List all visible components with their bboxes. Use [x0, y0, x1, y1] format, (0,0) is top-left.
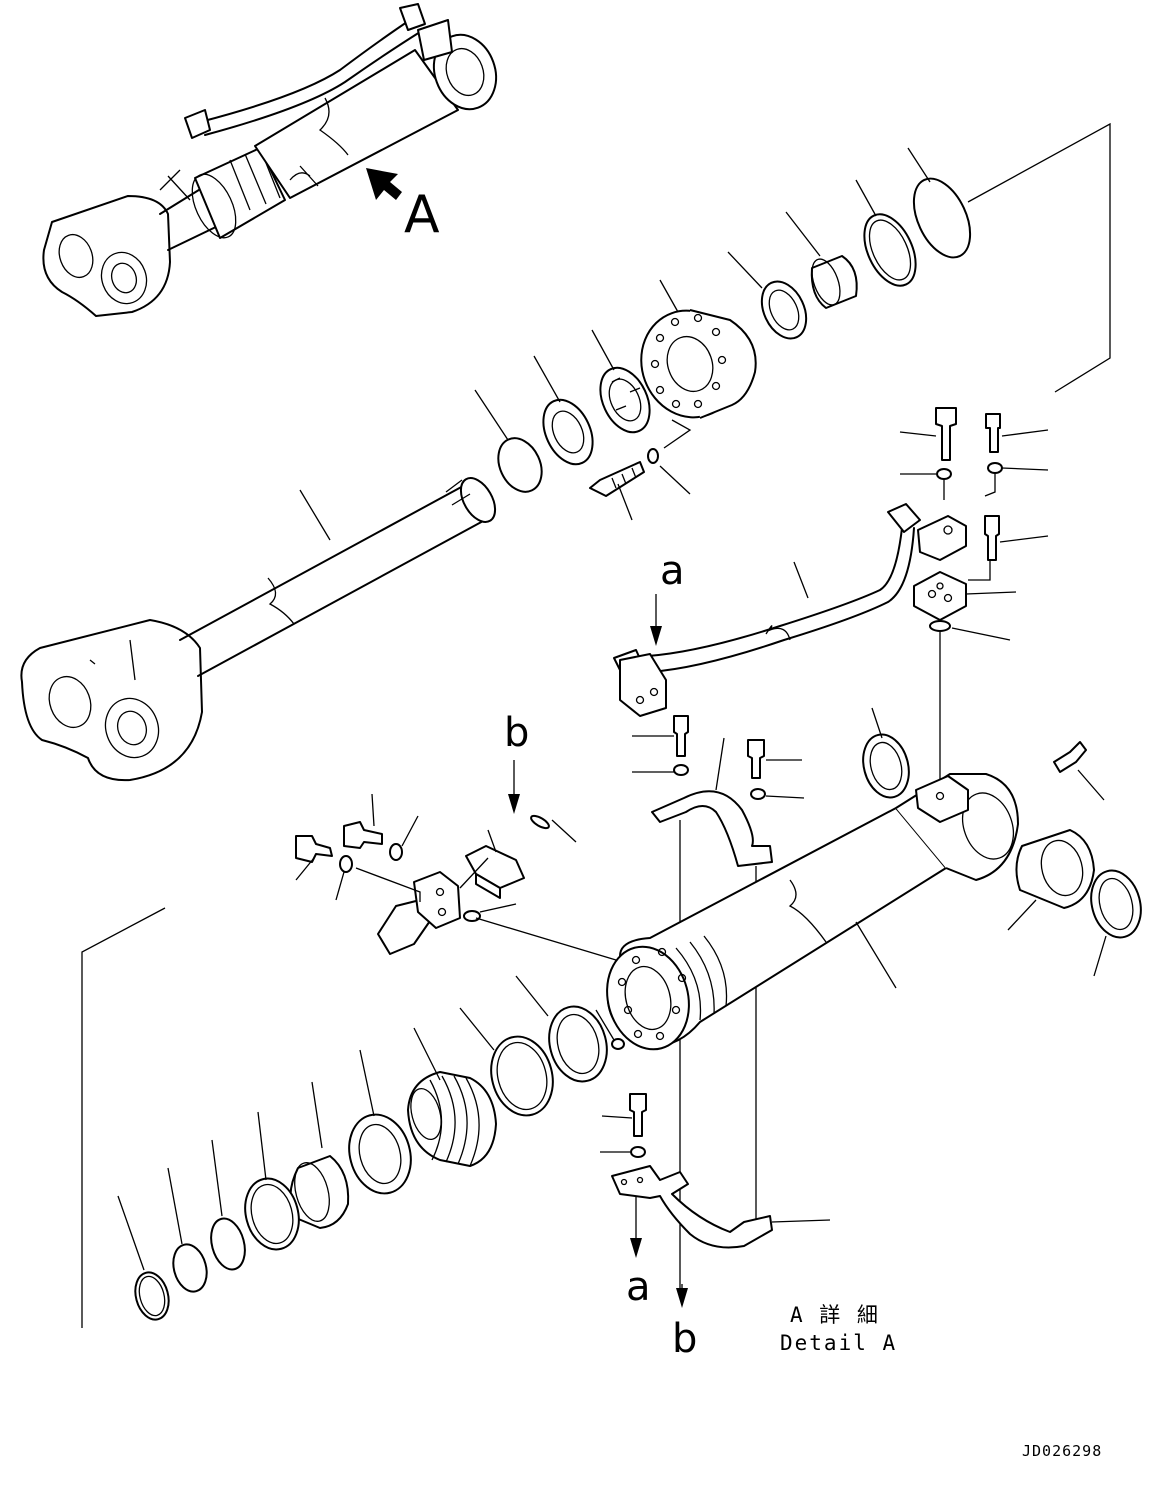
pin-bushing-upper	[862, 733, 910, 799]
piston-set-screw	[611, 1038, 625, 1050]
pointer-label-b-bottom: b	[672, 1316, 697, 1362]
pointer-label-a-top: a	[660, 548, 685, 594]
pointer-label-b-top: b	[504, 710, 529, 756]
wear-ring	[490, 1035, 554, 1117]
cylinder-tube	[606, 773, 1019, 1051]
assembled-cylinder	[42, 3, 498, 317]
port-washer-1	[936, 468, 952, 480]
head-bolt-washer	[647, 448, 659, 464]
o-ring-bottom-1	[210, 1217, 246, 1271]
detail-caption-en: Detail A	[780, 1331, 897, 1355]
port-bolt-2	[985, 413, 1001, 453]
clamp-bolt-1	[673, 715, 689, 757]
piston	[407, 1071, 497, 1167]
pointer-arrow-b-top-icon	[508, 760, 520, 814]
port-bolt-1	[935, 407, 957, 461]
o-ring-bottom-3	[134, 1271, 170, 1321]
piston-ring-1	[548, 1005, 608, 1083]
o-ring	[912, 177, 972, 259]
backup-ring	[863, 213, 917, 287]
pointer-arrow-a-top-icon	[650, 594, 662, 646]
leader-lines	[81, 122, 1111, 1328]
wiper-ring	[760, 280, 808, 340]
cylinder-head	[640, 309, 757, 419]
clamp-washer-1	[673, 764, 689, 776]
bracket-bolt-2	[343, 821, 383, 849]
pipe-bracket	[465, 845, 525, 899]
rod-bushing	[542, 398, 594, 466]
piston-rod	[20, 477, 497, 782]
dust-seal-bottom	[1090, 869, 1142, 939]
port-washer-2	[987, 462, 1003, 474]
drawing-code: JD026298	[1022, 1442, 1102, 1460]
pointer-label-a-bottom: a	[626, 1264, 651, 1310]
head-bolt	[589, 461, 645, 497]
lower-clamp-washer	[630, 1146, 646, 1158]
bracket-washer-1	[389, 843, 403, 861]
dust-seal	[810, 255, 858, 309]
split-flange	[913, 571, 967, 621]
pipe-clamp-lower	[611, 1165, 773, 1249]
bracket-bolt-1	[295, 835, 333, 863]
pipe-flange-top	[917, 515, 967, 561]
bracket-o-ring	[530, 814, 550, 830]
backup-ring-bottom	[244, 1177, 300, 1251]
pointer-arrow-b-bottom-icon	[676, 1284, 688, 1308]
lower-clamp-bolt	[629, 1093, 647, 1137]
elbow-o-ring	[463, 910, 481, 922]
pointer-arrow-a-bottom-icon	[630, 1196, 642, 1258]
bottom-bushing	[1015, 829, 1095, 909]
clamp-washer-2	[750, 788, 766, 800]
rod-seal	[599, 366, 651, 434]
o-ring-bottom-2	[172, 1243, 208, 1293]
view-direction-arrow-icon	[366, 168, 402, 200]
bracket-washer-2	[339, 855, 353, 873]
pipe-flange-bottom	[619, 653, 667, 717]
elbow-fitting	[377, 871, 461, 955]
detail-caption-jp: A 詳 細	[790, 1303, 880, 1327]
flange-o-ring	[929, 620, 951, 632]
socket-bolt	[984, 515, 1000, 561]
grease-fitting	[1053, 741, 1087, 773]
view-label-a: A	[404, 185, 440, 245]
piston-seal	[348, 1113, 412, 1195]
clamp-bolt-2	[747, 739, 765, 779]
pipe-clamp-upper	[651, 790, 773, 867]
snap-ring	[497, 437, 543, 493]
